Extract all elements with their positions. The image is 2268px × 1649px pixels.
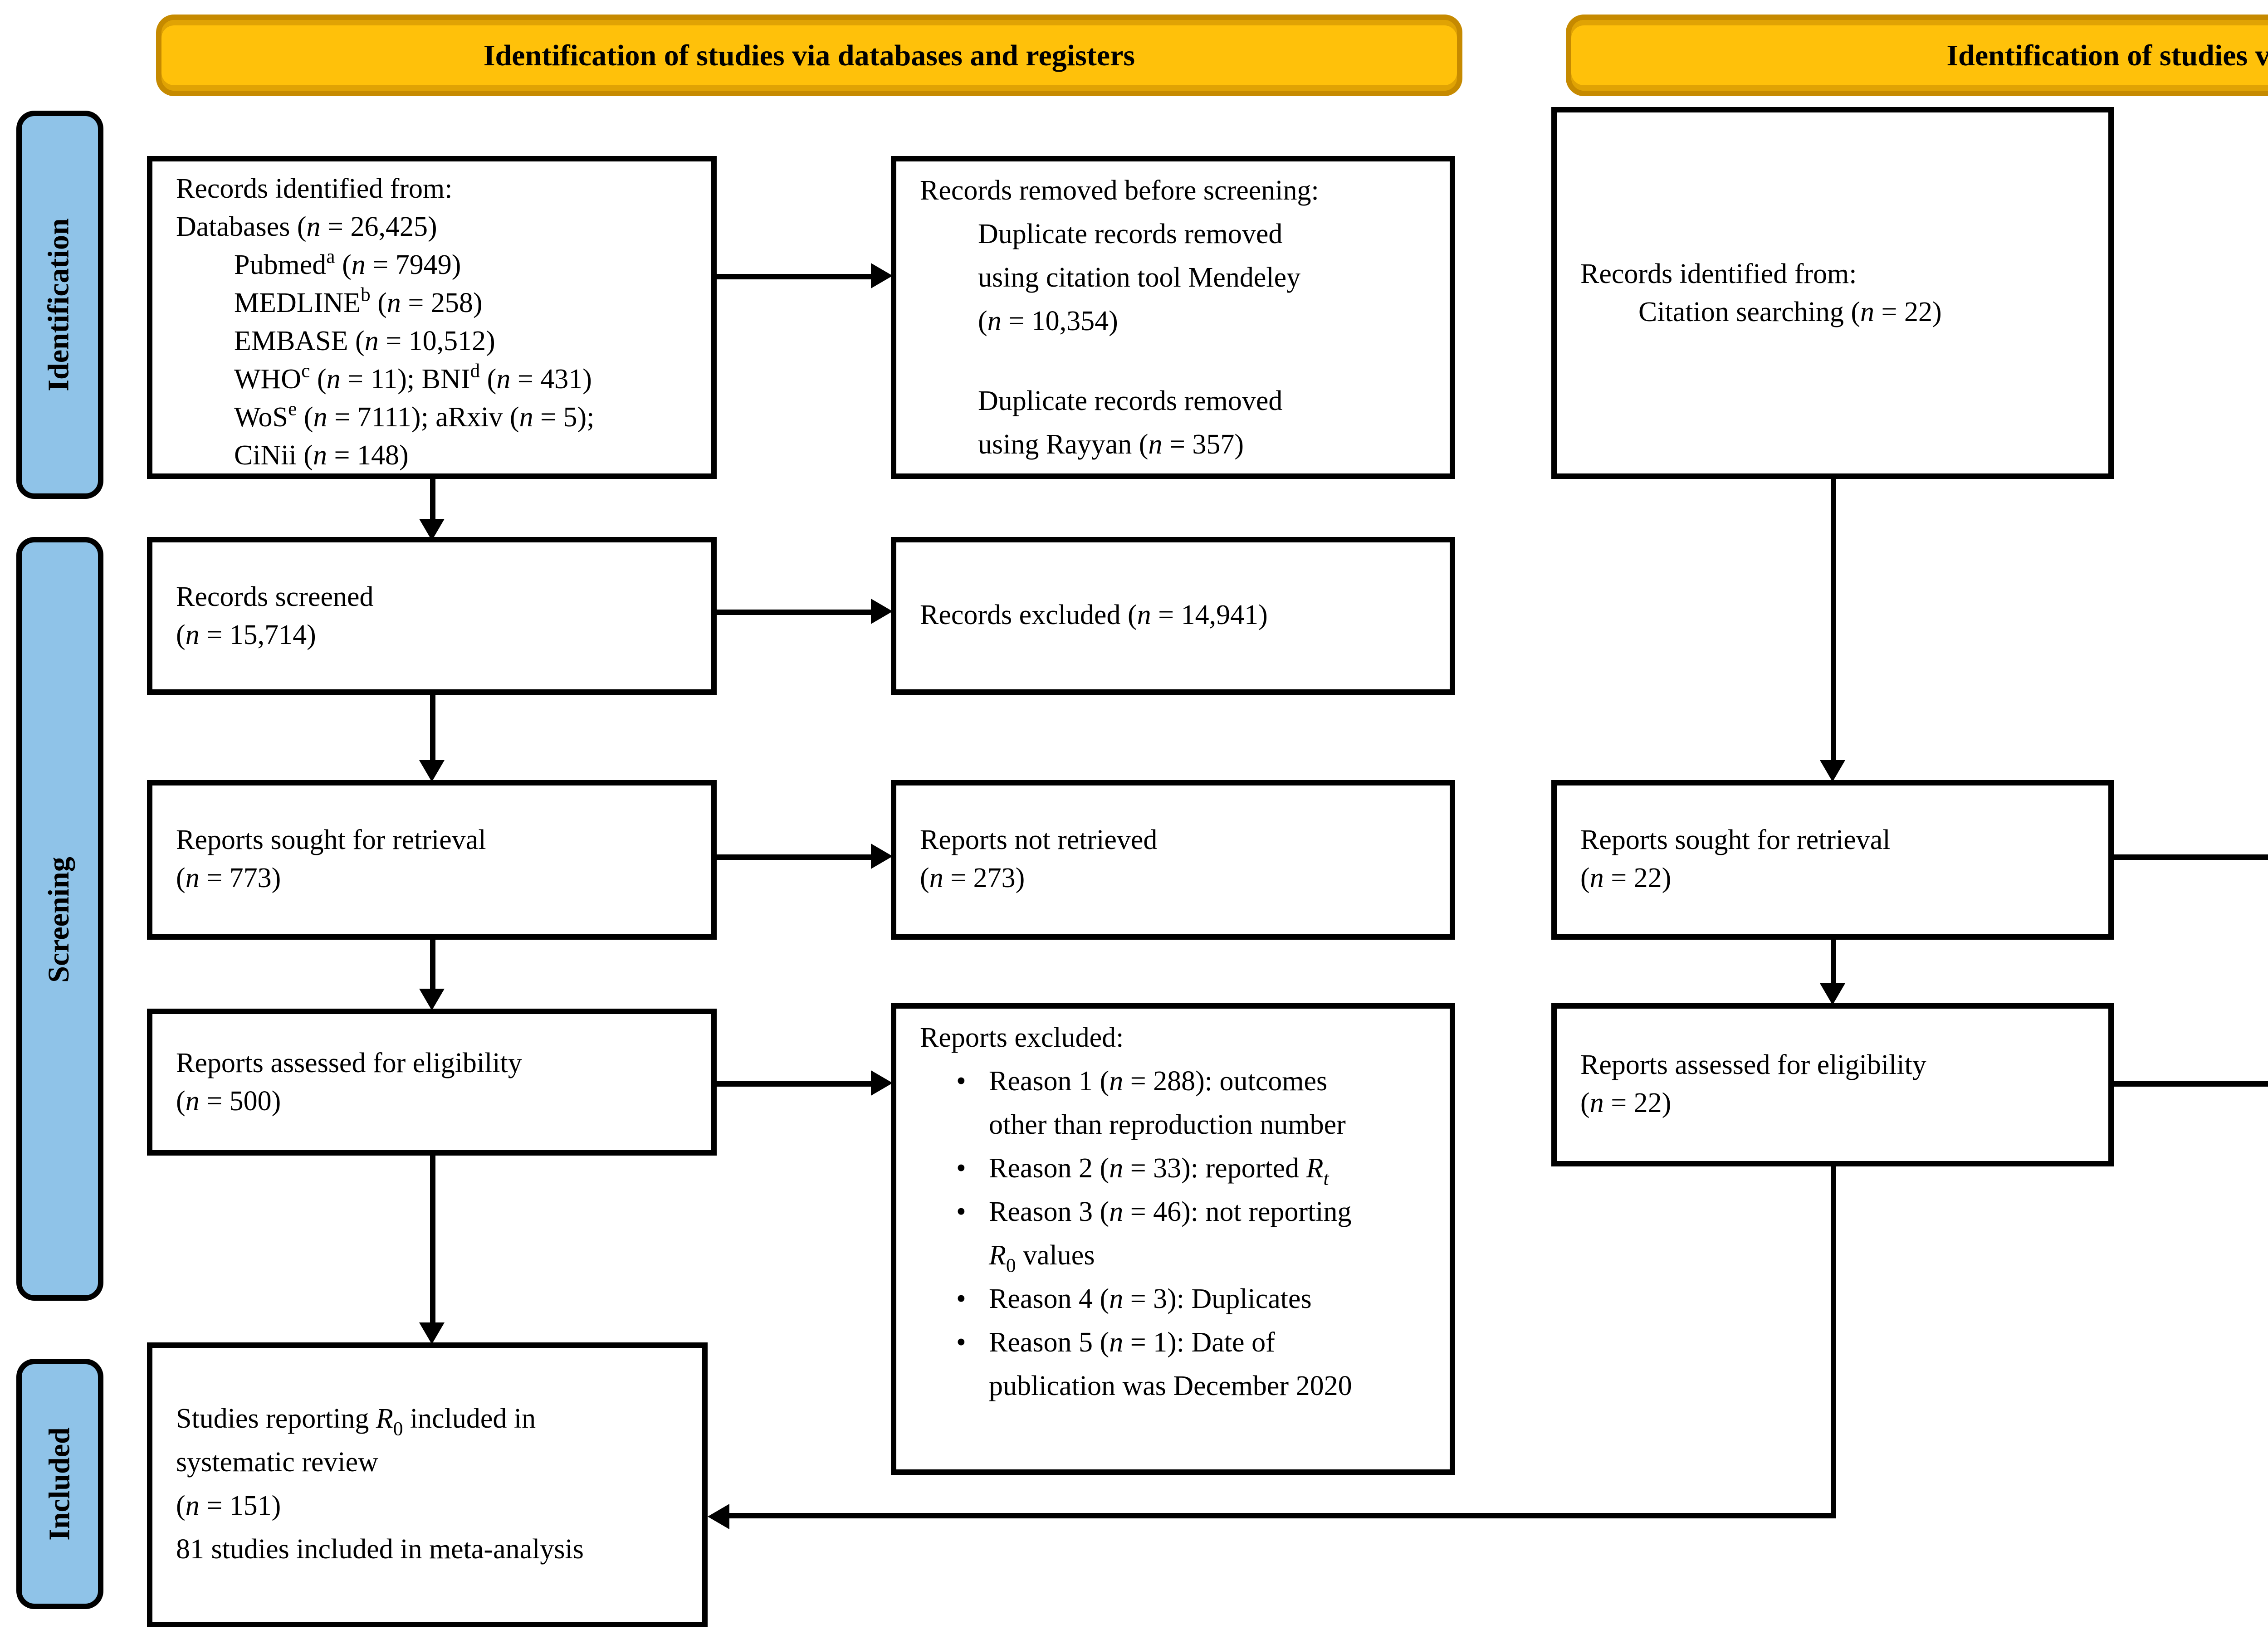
arrow-identified-to-screened-line — [429, 479, 435, 521]
arrow-assessed-to-reasons-head — [871, 1070, 893, 1096]
box-records-excluded: Records excluded (n = 14,941) — [891, 537, 1455, 695]
connector-assessed-other-down-line — [1830, 1166, 1835, 1518]
box-reports-sought-other: Reports sought for retrieval(n = 22) — [1551, 780, 2114, 940]
arrow-screened-to-sought-line — [429, 695, 435, 764]
arrow-sought-other-to-assessed-head — [1820, 983, 1845, 1005]
stage-screening: Screening — [16, 537, 103, 1301]
arrow-identified-to-removed-head — [871, 263, 893, 288]
box-reports-assessed-other-text: Reports assessed for eligibility(n = 22) — [1557, 1047, 2108, 1123]
stage-included-label: Included — [42, 1427, 78, 1540]
arrow-assessed-to-reasons-line — [717, 1080, 875, 1086]
arrow-assessed-to-included-head — [419, 1322, 445, 1344]
box-reports-sought-other-text: Reports sought for retrieval(n = 22) — [1557, 822, 2108, 898]
box-reports-assessed-text: Reports assessed for eligibility(n = 500… — [152, 1044, 711, 1120]
arrow-identified-to-removed-line — [717, 273, 875, 278]
box-records-removed-before-screening: Records removed before screening:Duplica… — [891, 156, 1455, 479]
arrow-screened-to-sought-head — [419, 760, 445, 782]
banner-databases-registers-label: Identification of studies via databases … — [484, 37, 1135, 73]
banner-databases-registers: Identification of studies via databases … — [156, 15, 1462, 96]
banner-other-methods: Identification of studies via other meth… — [1566, 15, 2268, 96]
arrow-screened-to-excluded-line — [717, 609, 875, 614]
box-reports-assessed-other: Reports assessed for eligibility(n = 22) — [1551, 1003, 2114, 1166]
arrow-assessed-to-included-line — [429, 1156, 435, 1326]
box-records-screened: Records screened(n = 15,714) — [147, 537, 717, 695]
box-records-identified-citation-text: Records identified from:Citation searchi… — [1557, 255, 2108, 331]
arrow-assessed-other-to-excluded-line — [2114, 1080, 2268, 1086]
box-reports-sought-text: Reports sought for retrieval(n = 773) — [152, 822, 711, 898]
arrow-sought-to-not-retrieved-head — [871, 844, 893, 869]
box-reports-not-retrieved-text: Reports not retrieved(n = 273) — [896, 822, 1450, 898]
arrow-identified-to-screened-head — [419, 519, 445, 541]
box-records-identified-databases: Records identified from:Databases (n = 2… — [147, 156, 717, 479]
arrow-citation-to-sought-line — [1830, 479, 1835, 764]
banner-other-methods-label: Identification of studies via other meth… — [1947, 37, 2268, 73]
box-records-screened-text: Records screened(n = 15,714) — [152, 578, 711, 654]
arrow-screened-to-excluded-head — [871, 599, 893, 624]
arrow-citation-to-sought-head — [1820, 760, 1845, 782]
arrow-sought-other-to-not-retrieved-line — [2114, 854, 2268, 859]
box-records-removed-before-screening-text: Records removed before screening:Duplica… — [896, 171, 1450, 468]
box-records-identified-databases-text: Records identified from:Databases (n = 2… — [152, 171, 711, 475]
stage-identification-label: Identification — [42, 218, 78, 391]
arrow-sought-to-assessed-line — [429, 940, 435, 992]
box-reports-not-retrieved: Reports not retrieved(n = 273) — [891, 780, 1455, 940]
box-reports-sought: Reports sought for retrieval(n = 773) — [147, 780, 717, 940]
box-reports-assessed: Reports assessed for eligibility(n = 500… — [147, 1009, 717, 1156]
connector-into-included-head — [708, 1503, 729, 1528]
box-records-identified-citation: Records identified from:Citation searchi… — [1551, 107, 2114, 479]
box-reports-excluded-reasons-text: Reports excluded:Reason 1 (n = 288): out… — [896, 1018, 1450, 1410]
stage-included: Included — [16, 1359, 103, 1609]
arrow-sought-other-to-assessed-line — [1830, 940, 1835, 987]
arrow-sought-to-assessed-head — [419, 989, 445, 1010]
box-reports-excluded-reasons: Reports excluded:Reason 1 (n = 288): out… — [891, 1003, 1455, 1475]
box-records-excluded-text: Records excluded (n = 14,941) — [896, 597, 1450, 635]
stage-identification: Identification — [16, 111, 103, 499]
connector-assessed-other-left-line — [722, 1513, 1833, 1518]
stage-screening-label: Screening — [42, 856, 78, 982]
arrow-sought-to-not-retrieved-line — [717, 854, 875, 859]
